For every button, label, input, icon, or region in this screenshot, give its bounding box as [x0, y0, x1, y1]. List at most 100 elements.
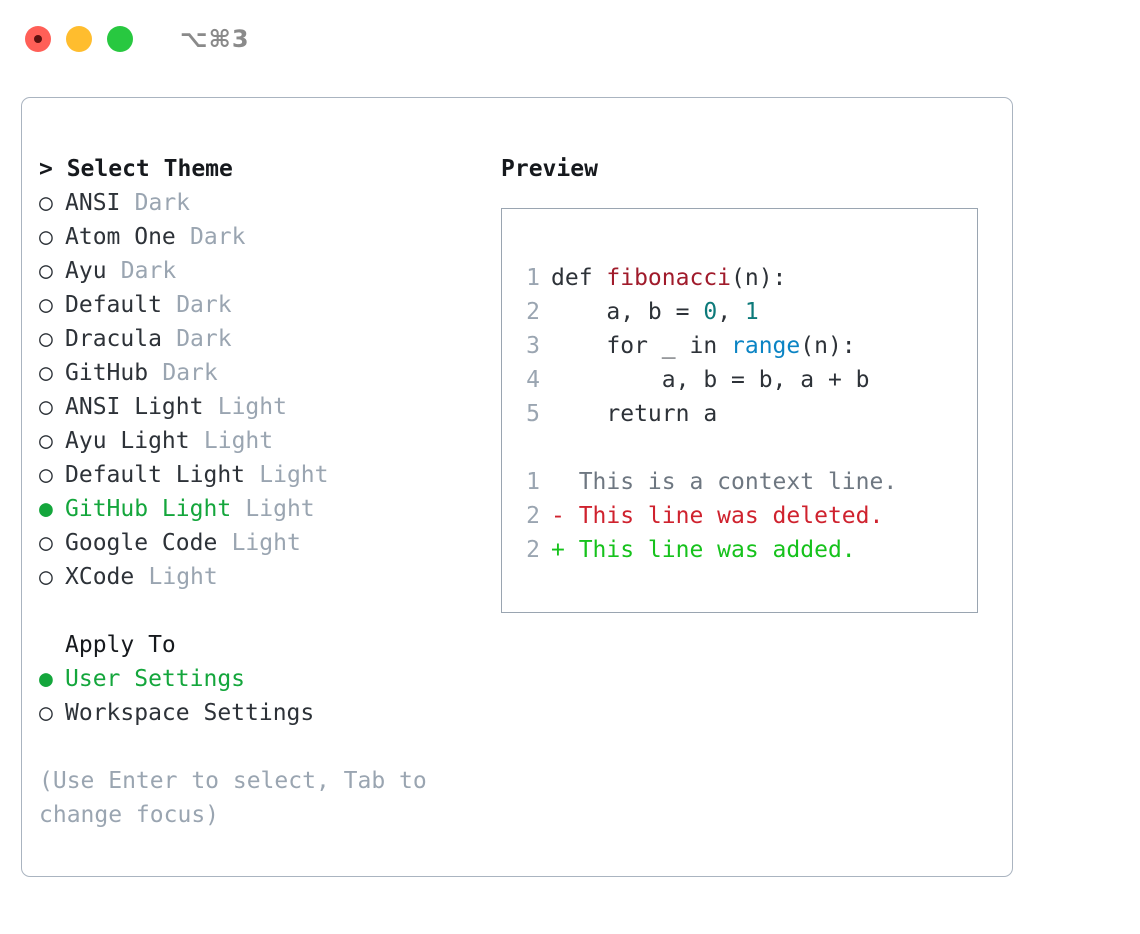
code-line: 2 a, b = 0, 1	[516, 295, 977, 329]
theme-option-label: ANSI Light	[65, 394, 204, 420]
theme-option-label: GitHub	[65, 360, 149, 386]
radio-selected-icon: ●	[39, 666, 53, 692]
radio-unselected-icon: ○	[39, 462, 53, 488]
radio-selected-icon: ●	[39, 496, 53, 522]
radio-unselected-icon: ○	[39, 224, 53, 250]
theme-variant-badge: Dark	[190, 224, 246, 250]
apply-to-option-workspace-settings[interactable]: ○Workspace Settings	[39, 696, 499, 730]
code-line: 1 def fibonacci(n):	[516, 261, 977, 295]
window-controls	[25, 26, 133, 52]
keyboard-hint: (Use Enter to select, Tab to change focu…	[39, 768, 427, 828]
theme-option-label: Default	[65, 292, 162, 318]
radio-unselected-icon: ○	[39, 326, 53, 352]
theme-option-label: ANSI	[65, 190, 121, 216]
diff-added-line: 2 + This line was added.	[516, 533, 977, 567]
line-number: 3	[526, 333, 540, 359]
theme-variant-badge: Dark	[162, 360, 218, 386]
builtin-token: range	[731, 333, 801, 359]
theme-option-atom-one[interactable]: ○ Atom One Dark	[39, 220, 499, 254]
theme-option-ansi[interactable]: ○ ANSI Dark	[39, 186, 499, 220]
apply-to-option-user-settings[interactable]: ● User Settings	[39, 662, 499, 696]
code-line: 4 a, b = b, a + b	[516, 363, 977, 397]
diff-line-text: - This line was deleted.	[551, 503, 884, 529]
theme-option-label: Dracula	[65, 326, 162, 352]
theme-variant-badge: Light	[259, 462, 329, 488]
theme-option-ayu[interactable]: ○ Ayu Dark	[39, 254, 499, 288]
radio-unselected-icon: ○	[39, 292, 53, 318]
theme-variant-badge: Dark	[134, 190, 191, 216]
theme-variant-badge: Light	[217, 394, 287, 420]
line-number: 1	[526, 469, 540, 495]
theme-variant-badge: Light	[245, 496, 315, 522]
radio-unselected-icon: ○	[39, 190, 53, 216]
radio-unselected-icon: ○	[39, 258, 53, 284]
theme-option-label: Ayu	[65, 258, 107, 284]
radio-unselected-icon: ○	[39, 428, 53, 454]
theme-option-dracula[interactable]: ○ Dracula Dark	[39, 322, 499, 356]
line-number: 1	[526, 265, 540, 291]
spacer	[39, 594, 499, 628]
theme-variant-badge: Light	[231, 530, 301, 556]
diff-line-text: + This line was added.	[551, 537, 856, 563]
code-token: a, b = b, a + b	[551, 367, 870, 393]
code-line: 3 for _ in range(n):	[516, 329, 977, 363]
code-token: return a	[551, 401, 718, 427]
theme-option-default[interactable]: ○ Default Dark	[39, 288, 499, 322]
line-number: 4	[526, 367, 540, 393]
apply-to-heading: Apply To	[65, 632, 176, 658]
apply-to-option-label: User Settings	[65, 666, 246, 692]
spacer	[516, 431, 977, 465]
number-token: 0	[703, 299, 718, 325]
code-token: ,	[717, 299, 745, 325]
shortcut-label: ⌥⌘3	[180, 25, 250, 53]
theme-variant-badge: Dark	[120, 258, 177, 284]
close-button[interactable]	[25, 26, 51, 52]
apply-to-list: ● User Settings ○Workspace Settings	[39, 662, 499, 730]
theme-option-ansi-light[interactable]: ○ ANSI Light Light	[39, 390, 499, 424]
diff-context-line: 1 This is a context line.	[516, 465, 977, 499]
diff-line-text: This is a context line.	[551, 469, 898, 495]
theme-variant-badge: Light	[148, 564, 218, 590]
theme-option-label: Atom One	[65, 224, 176, 250]
theme-option-github[interactable]: ○ GitHub Dark	[39, 356, 499, 390]
code-token: (n):	[731, 265, 787, 291]
line-number: 2	[526, 537, 540, 563]
preview-title: Preview	[501, 156, 598, 182]
theme-variant-badge: Dark	[176, 292, 232, 318]
theme-option-label: Google Code	[65, 530, 218, 556]
radio-unselected-icon: ○	[39, 394, 53, 420]
code-token: (n):	[800, 333, 856, 359]
title-bar: ⌥⌘3	[0, 0, 1140, 78]
radio-unselected-icon: ○	[39, 564, 53, 590]
function-name-token: fibonacci	[606, 265, 732, 291]
radio-unselected-icon: ○	[39, 700, 53, 726]
theme-variant-badge: Dark	[176, 326, 232, 352]
diff-deleted-line: 2 - This line was deleted.	[516, 499, 977, 533]
radio-unselected-icon: ○	[39, 530, 53, 556]
code-line: 5 return a	[516, 397, 977, 431]
minimize-button[interactable]	[66, 26, 92, 52]
line-number: 2	[526, 503, 540, 529]
line-number: 2	[526, 299, 540, 325]
theme-option-label: Ayu Light	[65, 428, 190, 454]
maximize-button[interactable]	[107, 26, 133, 52]
number-token: 1	[744, 299, 759, 325]
page-title: > Select Theme	[39, 156, 233, 182]
code-token: a, b =	[551, 299, 704, 325]
line-number: 5	[526, 401, 540, 427]
code-token: for _ in	[551, 333, 732, 359]
radio-unselected-icon: ○	[39, 360, 53, 386]
theme-option-google-code[interactable]: ○ Google Code Light	[39, 526, 499, 560]
code-token: def	[551, 265, 607, 291]
